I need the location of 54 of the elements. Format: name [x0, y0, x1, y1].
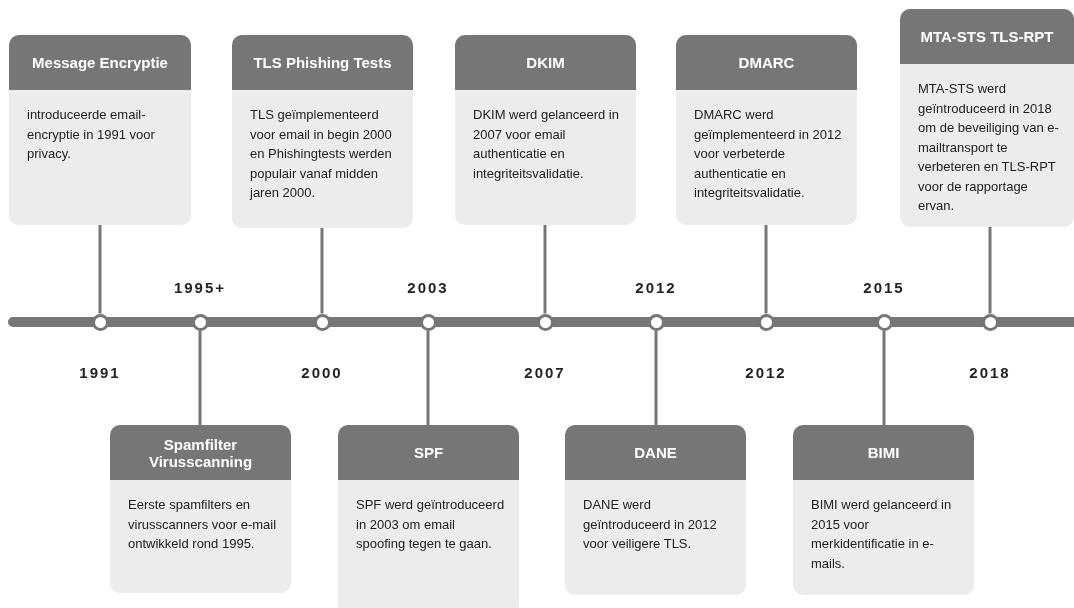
connector-line	[988, 227, 992, 314]
year-label: 2012	[634, 279, 678, 296]
card-text: SPF werd geïntroduceerd in 2003 om email spoofing tegen te gaan.	[356, 496, 506, 553]
card-header: Spamfilter Virusscanning	[110, 425, 291, 480]
timeline-dot	[191, 313, 209, 331]
connector-line	[198, 330, 202, 425]
timeline-card	[676, 35, 857, 225]
card-text: introduceerde email-encryptie in 1991 voor privacy.	[27, 106, 156, 163]
connector-line	[320, 228, 324, 314]
year-label: 2015	[862, 279, 906, 296]
card-header: DKIM	[455, 35, 636, 90]
timeline-card	[110, 425, 291, 593]
connector-line	[764, 225, 768, 314]
timeline-dot	[419, 313, 437, 331]
timeline-dot	[981, 313, 999, 331]
year-label: 2003	[406, 279, 450, 296]
timeline-card	[900, 9, 1074, 227]
year-label: 1995+	[172, 279, 228, 296]
card-header: SPF	[338, 425, 519, 480]
card-text: TLS geïmplementeerd voor email in begin 2000 en Phishingtests werden populair vanaf midden jaren 2000.	[250, 106, 393, 202]
card-text: BIMI werd gelanceerd in 2015 voor merkidentificatie in e-mails.	[811, 496, 953, 573]
connector-line	[882, 330, 886, 425]
year-label: 2000	[300, 364, 344, 381]
card-text: DKIM werd gelanceerd in 2007 voor email authenticatie en integriteitsvalidatie.	[473, 106, 620, 183]
card-header: Message Encryptie	[9, 35, 191, 90]
timeline-dot	[647, 313, 665, 331]
year-label: 1991	[78, 364, 122, 381]
connector-line	[654, 330, 658, 425]
card-header: BIMI	[793, 425, 974, 480]
timeline-dot	[313, 313, 331, 331]
timeline-card	[565, 425, 746, 595]
timeline-card	[338, 425, 519, 608]
timeline-dot	[536, 313, 554, 331]
timeline-card	[232, 35, 413, 228]
timeline-dot	[757, 313, 775, 331]
card-header: DMARC	[676, 35, 857, 90]
card-text: MTA-STS werd geïntroduceerd in 2018 om de beveiliging van e-mailtransport te verbeteren en TLS-RPT voor de rapportage ervan.	[918, 80, 1060, 215]
card-header: TLS Phishing Tests	[232, 35, 413, 90]
year-label: 2007	[523, 364, 567, 381]
card-header: MTA-STS TLS-RPT	[900, 9, 1074, 64]
timeline-card	[9, 35, 191, 225]
timeline-card	[455, 35, 636, 225]
connector-line	[98, 225, 102, 314]
card-header: DANE	[565, 425, 746, 480]
timeline-dot	[91, 313, 109, 331]
card-text: Eerste spamfilters en virusscanners voor e-mail ontwikkeld rond 1995.	[128, 496, 278, 553]
year-label: 2012	[744, 364, 788, 381]
card-text: DANE werd geïntroduceerd in 2012 voor veiligere TLS.	[583, 496, 718, 553]
card-text: DMARC werd geïmplementeerd in 2012 voor verbeterde authenticatie en integriteitsvalidatie.	[694, 106, 843, 202]
connector-line	[426, 330, 430, 425]
year-label: 2018	[968, 364, 1012, 381]
timeline-card	[793, 425, 974, 595]
timeline-dot	[875, 313, 893, 331]
connector-line	[543, 225, 547, 314]
